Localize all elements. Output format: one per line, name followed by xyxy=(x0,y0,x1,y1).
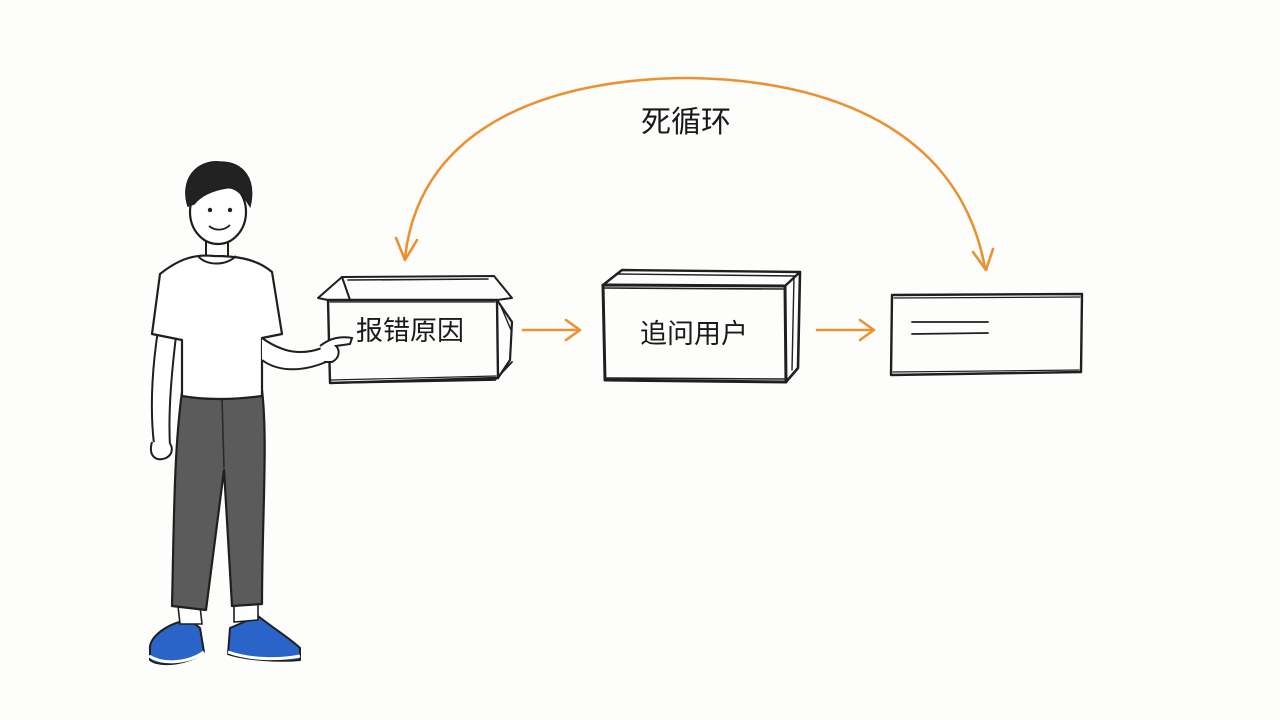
loop-arrow xyxy=(394,76,995,272)
pointing-hand-icon xyxy=(319,336,354,363)
loop-arc xyxy=(403,76,987,270)
step-2-label: 追问用户 xyxy=(640,319,748,350)
step-3-paper-note-icon xyxy=(889,292,1084,377)
loop-label: 死循环 xyxy=(641,105,731,140)
person-pointing-icon xyxy=(148,161,354,666)
arrowhead-icon xyxy=(858,318,876,342)
loop-arrowhead-right-icon xyxy=(971,247,995,272)
arrow-step-2-to-3 xyxy=(815,318,876,342)
shirt xyxy=(150,254,284,401)
hair xyxy=(185,161,253,209)
step-1-label: 报错原因 xyxy=(356,316,464,347)
loop-arrowhead-left-icon xyxy=(394,236,419,262)
left-shoe-icon xyxy=(148,619,205,666)
step-2-closed-box-icon xyxy=(601,268,802,384)
arrowhead-icon xyxy=(564,318,582,342)
arrow-step-1-to-2 xyxy=(521,318,582,342)
pants xyxy=(170,388,266,612)
